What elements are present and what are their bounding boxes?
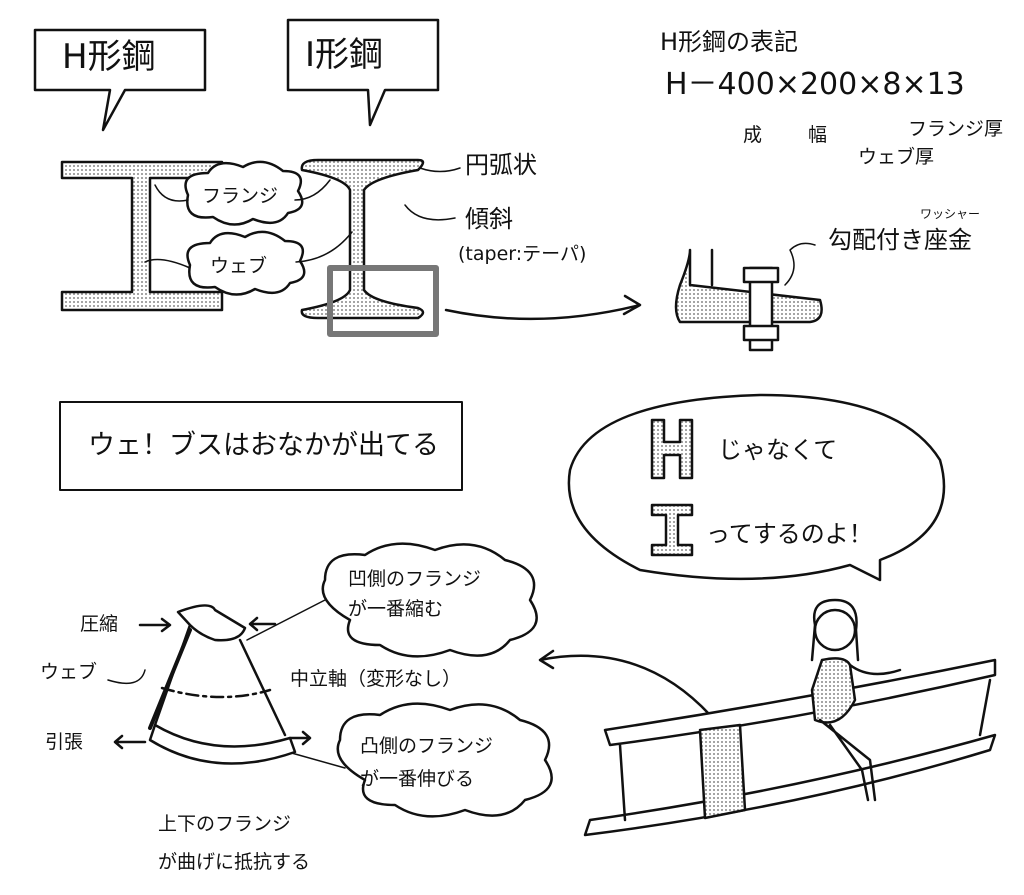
i-beam-title: I形鋼 [305,35,384,75]
h-beam-title: H形鋼 [62,37,156,77]
bent-beam-segment [148,604,297,765]
i-beam-callout-box [286,18,440,127]
flange-thickness-label: フランジ厚 [908,118,1004,140]
mnemonic-text: ウェ！ブスはおなかが出てる [88,430,439,461]
height-label: 成 [743,124,763,146]
washer-ruby: ワッシャー [920,207,981,221]
speech-bubble [567,393,946,582]
i-beam-section [300,158,425,320]
convex-flange-label: 凸側のフランジ [360,735,494,757]
curved-i-beam [583,658,997,837]
detail-arrow [444,294,642,321]
arc-label: 円弧状 [465,151,537,179]
compression-label: 圧縮 [80,613,119,635]
character-figure [810,598,902,802]
convex-cloud [336,702,553,818]
summary-line-1: 上下のフランジ [158,813,292,835]
notation-title: H形鋼の表記 [660,28,799,56]
washer-detail [674,248,823,324]
concave-cloud [321,542,538,658]
speech-line-2: ってするのよ！ [706,520,873,548]
taper-detail-box [327,265,439,337]
h-beam-callout-box [33,28,207,132]
width-label: 幅 [808,124,828,146]
convex-flange-label-2: が一番伸びる [360,768,475,790]
slope-label: 傾斜 [465,205,513,233]
summary-line-2: が曲げに抵抗する [158,851,311,873]
neutral-axis [160,686,272,699]
notation-formula: H－400×200×8×13 [665,67,965,102]
i-glyph [650,503,694,557]
concave-flange-label-2: が一番縮む [348,598,444,620]
taper-label: (taper:テーパ) [458,243,587,265]
tension-label: 引張 [45,731,84,753]
flange-cloud [184,160,304,226]
speech-line-1: じゃなくて [718,436,838,464]
washer-label: 勾配付き座金 [828,226,972,254]
flange-label: フランジ [202,185,279,207]
web-label: ウェブ [210,255,268,277]
h-glyph [650,418,694,480]
web-bending-label: ウェブ [40,661,98,683]
mnemonic-box [59,401,463,491]
neutral-axis-label: 中立軸（変形なし） [290,668,462,690]
concave-flange-label: 凹側のフランジ [348,568,482,590]
web-thickness-label: ウェブ厚 [858,146,935,168]
